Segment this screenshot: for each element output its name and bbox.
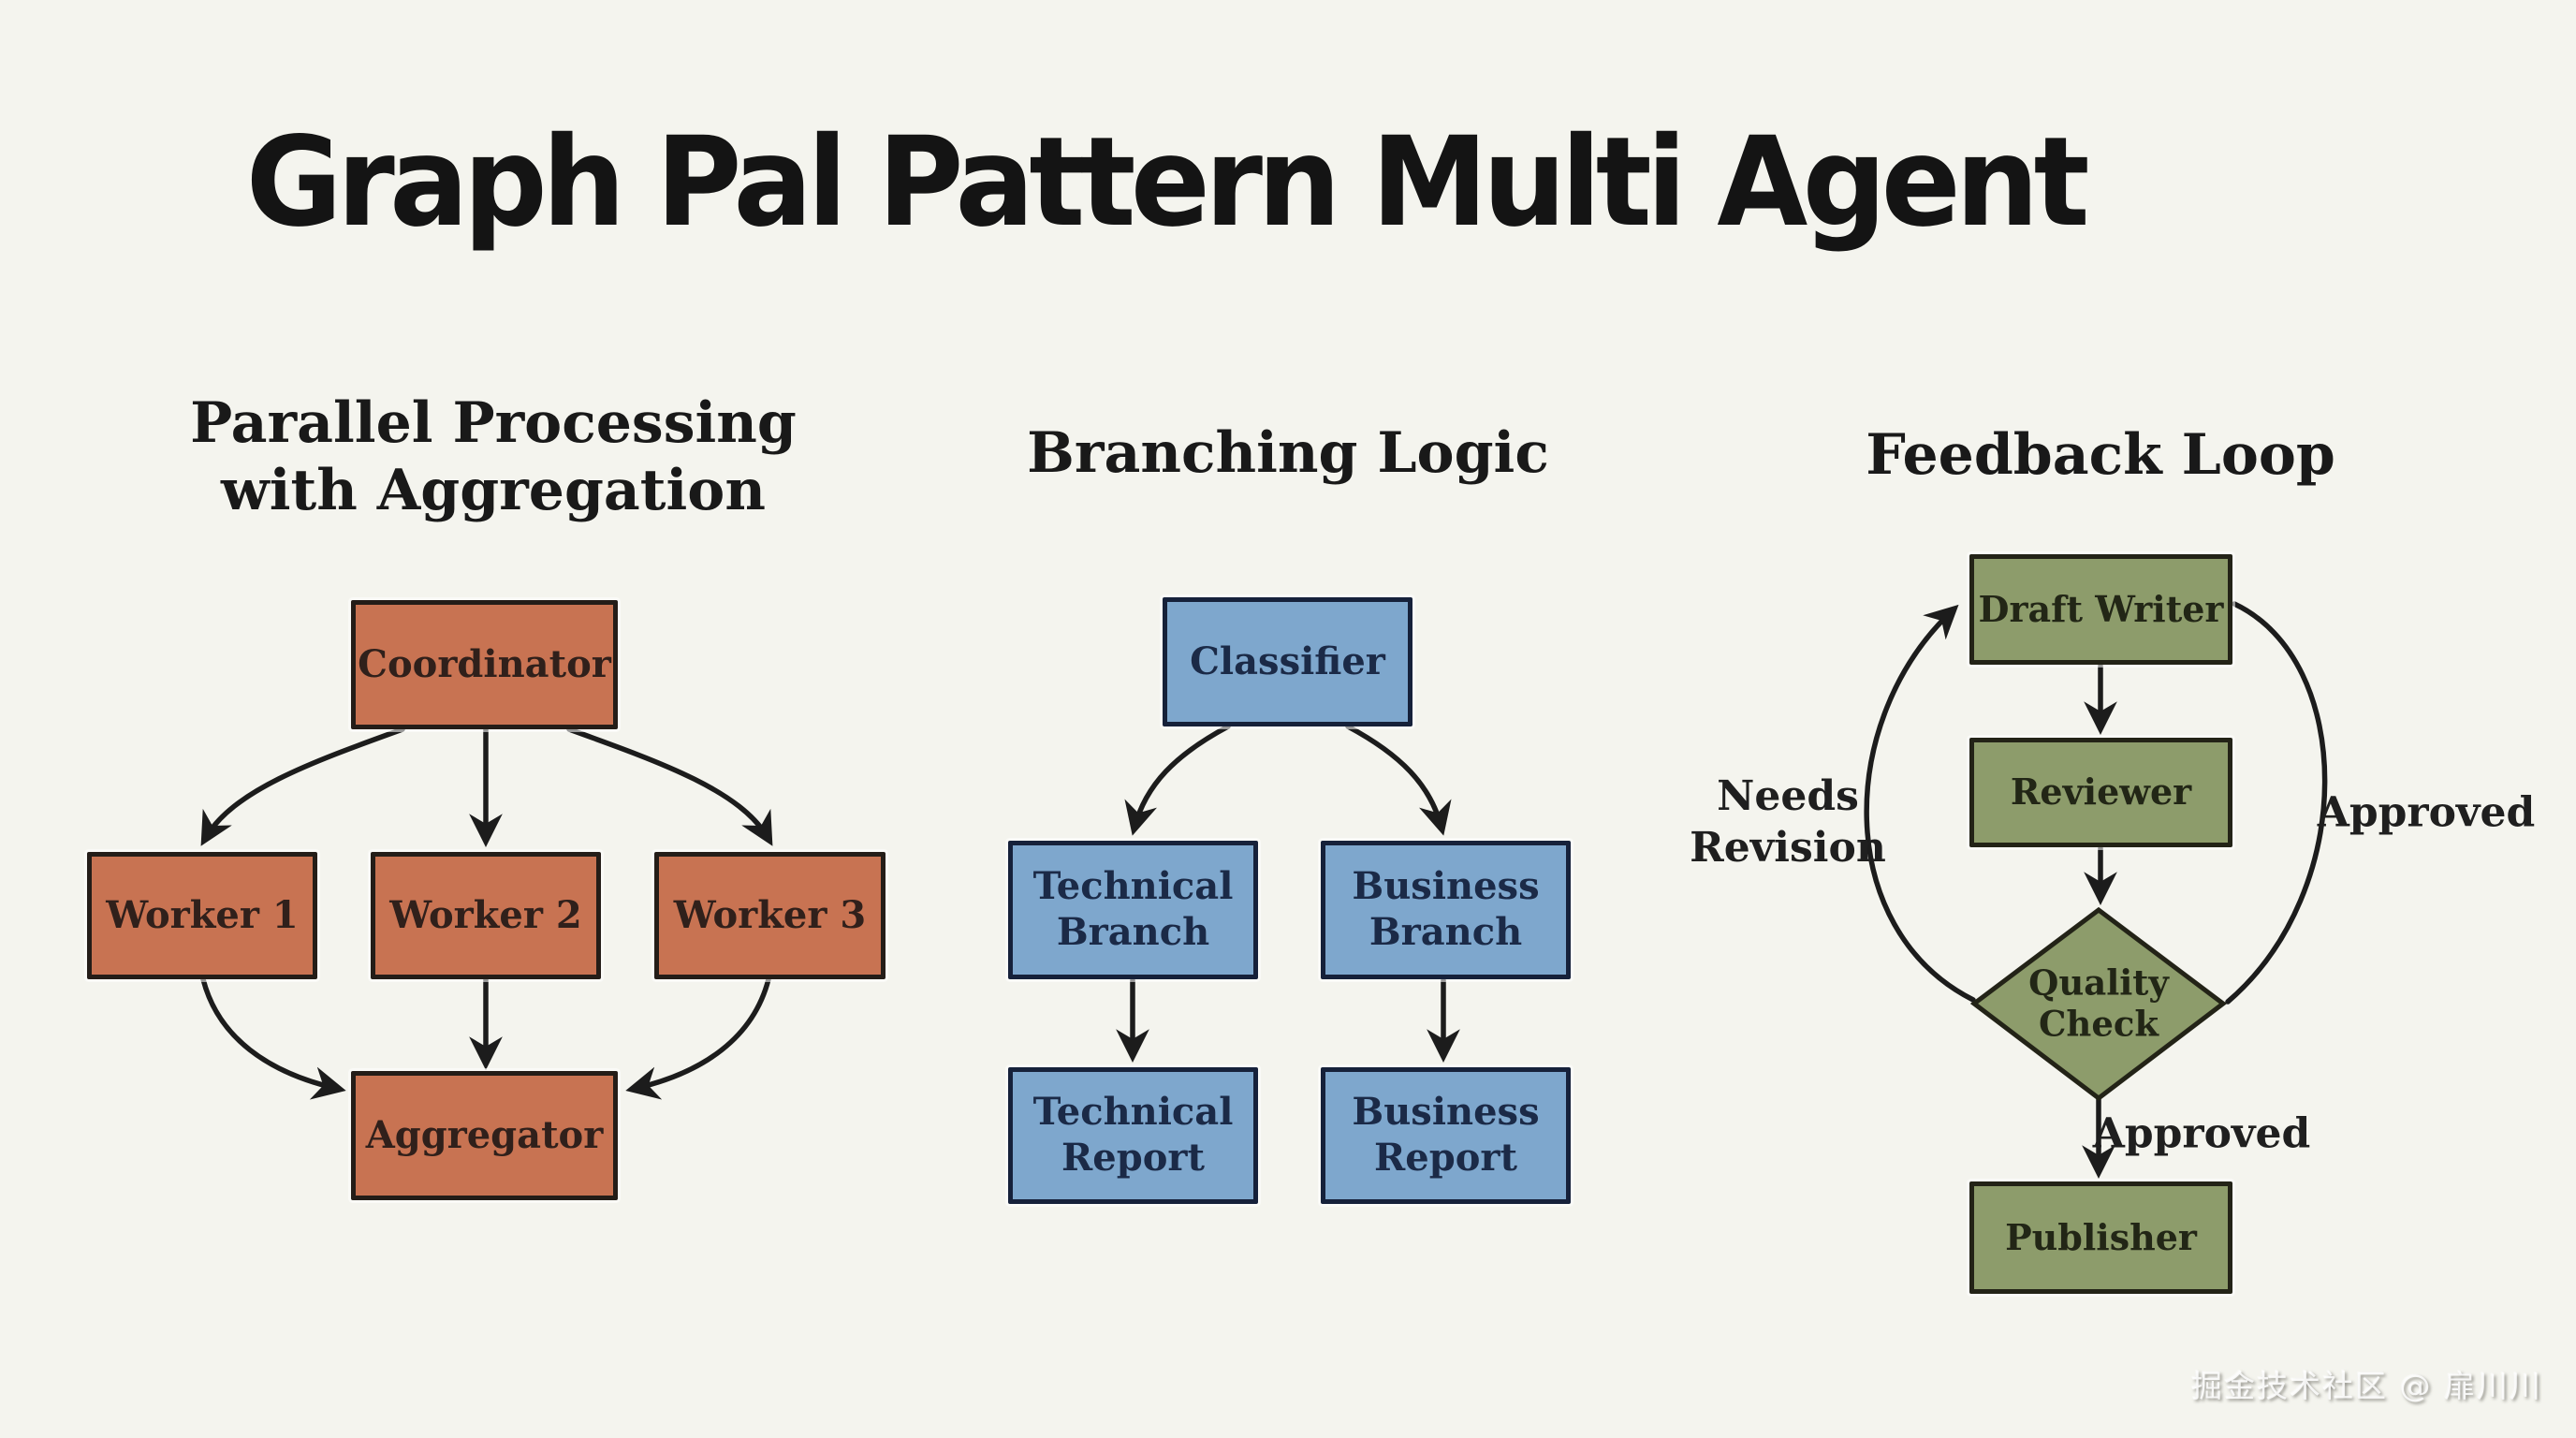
node-publisher: Publisher xyxy=(1969,1181,2232,1294)
node-technical-report: Technical Report xyxy=(1008,1067,1258,1204)
edge-worker3-to-aggregator xyxy=(625,976,771,1100)
node-technical-branch: Technical Branch xyxy=(1008,841,1258,979)
watermark: 掘金技术社区 @ 扉川川 xyxy=(2191,1368,2542,1404)
node-quality-check-label: Quality Check xyxy=(2028,961,2169,1045)
node-worker1: Worker 1 xyxy=(87,852,317,979)
heading-parallel-processing: Parallel Processing with Aggregation xyxy=(190,390,797,523)
edge-classifier-to-technical-branch xyxy=(1124,724,1231,836)
node-classifier: Classifier xyxy=(1163,597,1412,726)
edge-needs-revision-loop xyxy=(1864,604,1976,1003)
quality-check-diamond xyxy=(1969,906,2228,1102)
label-approved-loop: Approved xyxy=(2317,788,2536,837)
node-business-report: Business Report xyxy=(1321,1067,1571,1204)
node-worker3: Worker 3 xyxy=(654,852,886,979)
edge-approved-loop xyxy=(2225,601,2328,1005)
label-needs-revision: Needs Revision xyxy=(1690,772,1886,872)
edge-coordinator-to-worker1 xyxy=(200,726,405,846)
page-title: Graph Pal Pattern Multi Agent xyxy=(140,110,2190,255)
node-business-branch: Business Branch xyxy=(1321,841,1571,979)
node-worker2: Worker 2 xyxy=(371,852,601,979)
heading-branching-logic: Branching Logic xyxy=(1027,420,1549,486)
label-approved-to-publisher: Approved xyxy=(2092,1109,2311,1158)
edge-classifier-to-business-branch xyxy=(1345,724,1452,836)
edge-coordinator-to-worker3 xyxy=(566,726,773,846)
node-draft-writer: Draft Writer xyxy=(1969,554,2232,665)
page-title-text: Graph Pal Pattern Multi Agent xyxy=(245,110,2090,255)
heading-feedback-loop: Feedback Loop xyxy=(1866,422,2335,488)
node-aggregator: Aggregator xyxy=(351,1071,618,1200)
node-coordinator: Coordinator xyxy=(351,600,618,729)
edge-worker1-to-aggregator xyxy=(200,976,346,1100)
node-reviewer: Reviewer xyxy=(1969,738,2232,847)
